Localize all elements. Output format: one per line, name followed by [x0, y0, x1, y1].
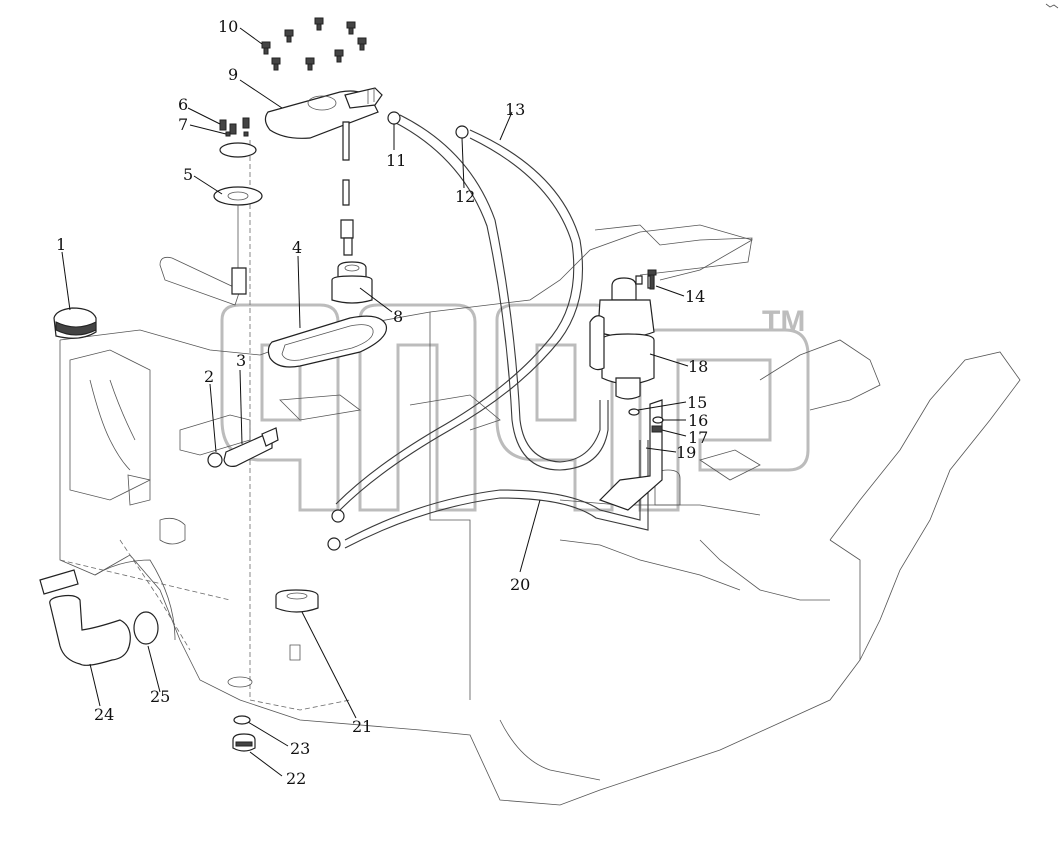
- drain-plug: [227, 676, 256, 752]
- corner-mark: [1045, 3, 1059, 9]
- callout-8: 8: [393, 307, 403, 326]
- callout-15: 15: [687, 393, 707, 412]
- callout-14: 14: [685, 287, 705, 306]
- callout-3: 3: [236, 351, 246, 370]
- callout-12: 12: [455, 187, 475, 206]
- callout-25: 25: [150, 687, 170, 706]
- callout-19: 19: [676, 443, 696, 462]
- callout-21: 21: [352, 717, 372, 736]
- tube-connector: [223, 427, 279, 467]
- callout-6: 6: [178, 95, 188, 114]
- elbow-hose: [39, 569, 131, 666]
- callout-17: 17: [688, 428, 708, 447]
- callout-13: 13: [505, 100, 525, 119]
- callout-20: 20: [510, 575, 530, 594]
- fuel-filter: [331, 261, 373, 304]
- callout-22: 22: [286, 769, 306, 788]
- filler-cap: [53, 307, 97, 339]
- callout-2: 2: [204, 367, 214, 386]
- callout-16: 16: [688, 411, 708, 430]
- callout-18: 18: [688, 357, 708, 376]
- callout-24: 24: [94, 705, 114, 724]
- mounting-bolts: [261, 17, 367, 71]
- callout-5: 5: [183, 165, 193, 184]
- tank-gasket: [267, 315, 388, 368]
- callout-10: 10: [218, 17, 238, 36]
- fuel-sender-assembly: [213, 117, 263, 295]
- callout-23: 23: [290, 739, 310, 758]
- leader-lines: [61, 27, 689, 777]
- callout-labels: 10 9 6 7 5 1 4 8 11 12 13 14 15 16 17 18…: [56, 17, 708, 788]
- hose-clamps: [133, 111, 469, 645]
- callout-9: 9: [228, 65, 238, 84]
- tank-cover-plate: [264, 87, 383, 256]
- fuel-hoses: [335, 114, 649, 549]
- chassis-frame: [59, 140, 1021, 806]
- callout-11: 11: [386, 151, 406, 170]
- rubber-pad: [275, 589, 319, 661]
- callout-4: 4: [292, 238, 302, 257]
- trademark-symbol: TM: [762, 305, 805, 338]
- callout-1: 1: [56, 235, 66, 254]
- callout-7: 7: [178, 115, 188, 134]
- water-separator: [589, 275, 663, 511]
